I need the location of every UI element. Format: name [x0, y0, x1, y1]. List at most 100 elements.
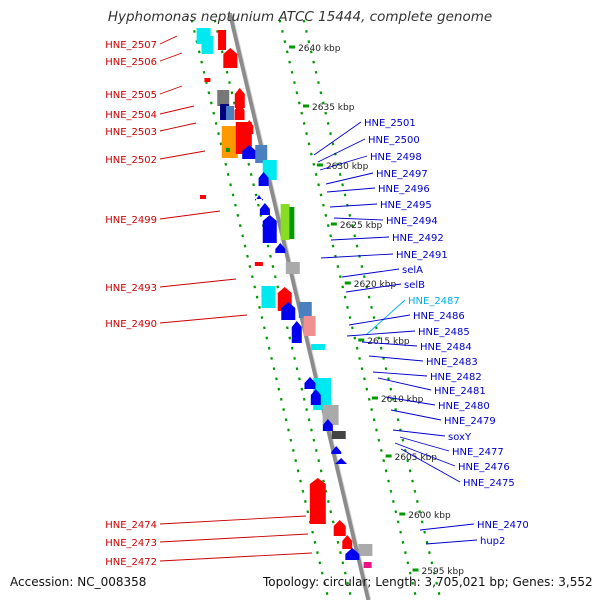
right-gene-label: HNE_2470 — [477, 520, 529, 531]
gene-box-2 — [218, 30, 227, 50]
left-leader-line — [159, 122, 197, 132]
gene-box-18 — [255, 195, 264, 201]
right-leader-line — [346, 330, 416, 337]
left-gene-label: HNE_2502 — [105, 155, 157, 166]
right-leader-line — [320, 253, 394, 259]
right-leader-line — [385, 396, 436, 406]
gene-box-5 — [217, 90, 230, 106]
gene-box-21 — [289, 207, 295, 239]
scale-tick — [330, 222, 337, 226]
right-gene-label: HNE_2494 — [386, 216, 438, 227]
left-leader-line — [159, 314, 248, 324]
gene-box-19 — [259, 203, 270, 215]
right-leader-line — [333, 217, 384, 221]
right-gene-label: HNE_2501 — [364, 118, 416, 129]
scale-label: 2605 kbp — [395, 453, 438, 463]
left-gene-label: HNE_2505 — [105, 90, 157, 101]
left-gene-label: HNE_2493 — [105, 283, 157, 294]
left-leader-line — [159, 552, 313, 562]
right-leader-line — [425, 539, 478, 545]
scale-label: 2615 kbp — [367, 337, 410, 347]
gene-box-35 — [304, 377, 316, 389]
scale-tick — [371, 396, 378, 400]
gene-box-41 — [335, 458, 348, 464]
right-leader-line — [348, 314, 411, 326]
left-gene-label: HNE_2506 — [105, 57, 157, 68]
gene-box-1 — [201, 36, 214, 54]
gene-box-3 — [223, 48, 238, 68]
scale-label: 2595 kbp — [422, 567, 465, 577]
right-leader-line — [377, 377, 432, 391]
right-leader-line — [325, 172, 374, 185]
accession-text: Accession: NC_008358 — [10, 575, 147, 589]
scale-tick — [316, 163, 323, 167]
gene-box-47 — [363, 562, 372, 568]
gene-box-25 — [254, 262, 263, 266]
right-leader-line — [326, 187, 376, 193]
gene-box-39 — [331, 431, 346, 439]
gene-box-29 — [281, 302, 296, 320]
right-gene-label: HNE_2486 — [413, 311, 465, 322]
gene-box-27 — [261, 286, 276, 308]
gene-box-46 — [345, 548, 360, 560]
left-gene-label: HNE_2473 — [105, 538, 157, 549]
gene-box-24 — [285, 262, 300, 274]
left-leader-line — [159, 85, 183, 95]
right-leader-line — [390, 409, 442, 421]
right-gene-label: HNE_2495 — [380, 200, 432, 211]
right-gene-label: HNE_2496 — [378, 184, 430, 195]
gene-box-31 — [303, 316, 316, 336]
gene-box-13 — [225, 148, 230, 152]
right-gene-label: soxY — [448, 432, 472, 443]
left-leader-line — [159, 35, 178, 45]
right-gene-label: HNE_2497 — [376, 169, 428, 180]
right-gene-label: selA — [402, 265, 423, 276]
left-gene-label: HNE_2499 — [105, 215, 157, 226]
left-gene-label: HNE_2507 — [105, 40, 157, 51]
gene-box-26 — [200, 195, 207, 199]
gene-box-14 — [242, 145, 257, 159]
right-leader-line — [361, 341, 418, 347]
right-gene-label: HNE_2485 — [418, 327, 470, 338]
gene-box-23 — [275, 243, 286, 253]
gene-box-36 — [310, 389, 321, 405]
right-gene-label: HNE_2492 — [392, 233, 444, 244]
left-gene-label: HNE_2490 — [105, 319, 157, 330]
gene-box-37 — [322, 405, 339, 425]
scale-label: 2625 kbp — [340, 221, 383, 231]
scale-tick — [358, 338, 365, 342]
right-gene-label: HNE_2477 — [452, 447, 504, 458]
gene-box-17 — [258, 172, 269, 186]
scale-tick — [289, 45, 296, 49]
right-gene-label: selB — [404, 280, 425, 291]
scale-tick — [399, 512, 406, 516]
right-leader-line — [313, 121, 362, 156]
gene-box-44 — [342, 535, 353, 549]
scale-label: 2620 kbp — [354, 280, 397, 290]
right-leader-line — [341, 268, 400, 278]
gene-box-30 — [298, 302, 312, 318]
gene-box-9 — [226, 106, 235, 120]
gene-box-38 — [322, 419, 333, 431]
gene-box-45 — [358, 544, 373, 556]
page-title: Hyphomonas neptunium ATCC 15444, complet… — [107, 9, 493, 25]
left-gene-label: HNE_2503 — [105, 127, 157, 138]
gene-box-20 — [280, 204, 290, 240]
scale-label: 2600 kbp — [408, 511, 451, 521]
right-leader-line — [368, 355, 424, 362]
right-gene-label: HNE_2479 — [444, 416, 496, 427]
right-leader-line — [400, 448, 461, 483]
right-gene-label: hup2 — [480, 536, 505, 547]
right-leader-line — [345, 283, 402, 293]
scale-label: 2630 kbp — [326, 162, 369, 172]
gene-box-7 — [234, 104, 245, 120]
gene-box-8 — [220, 104, 230, 120]
left-leader-line — [159, 52, 183, 62]
right-leader-line — [317, 138, 366, 163]
scale-tick — [303, 104, 310, 108]
scale-tick — [412, 568, 419, 572]
right-gene-label: HNE_2487 — [408, 296, 460, 307]
topology-text: Topology: circular; Length: 3,705,021 bp… — [263, 575, 593, 589]
left-gene-label: HNE_2504 — [105, 110, 157, 121]
right-gene-label: HNE_2475 — [463, 478, 515, 489]
